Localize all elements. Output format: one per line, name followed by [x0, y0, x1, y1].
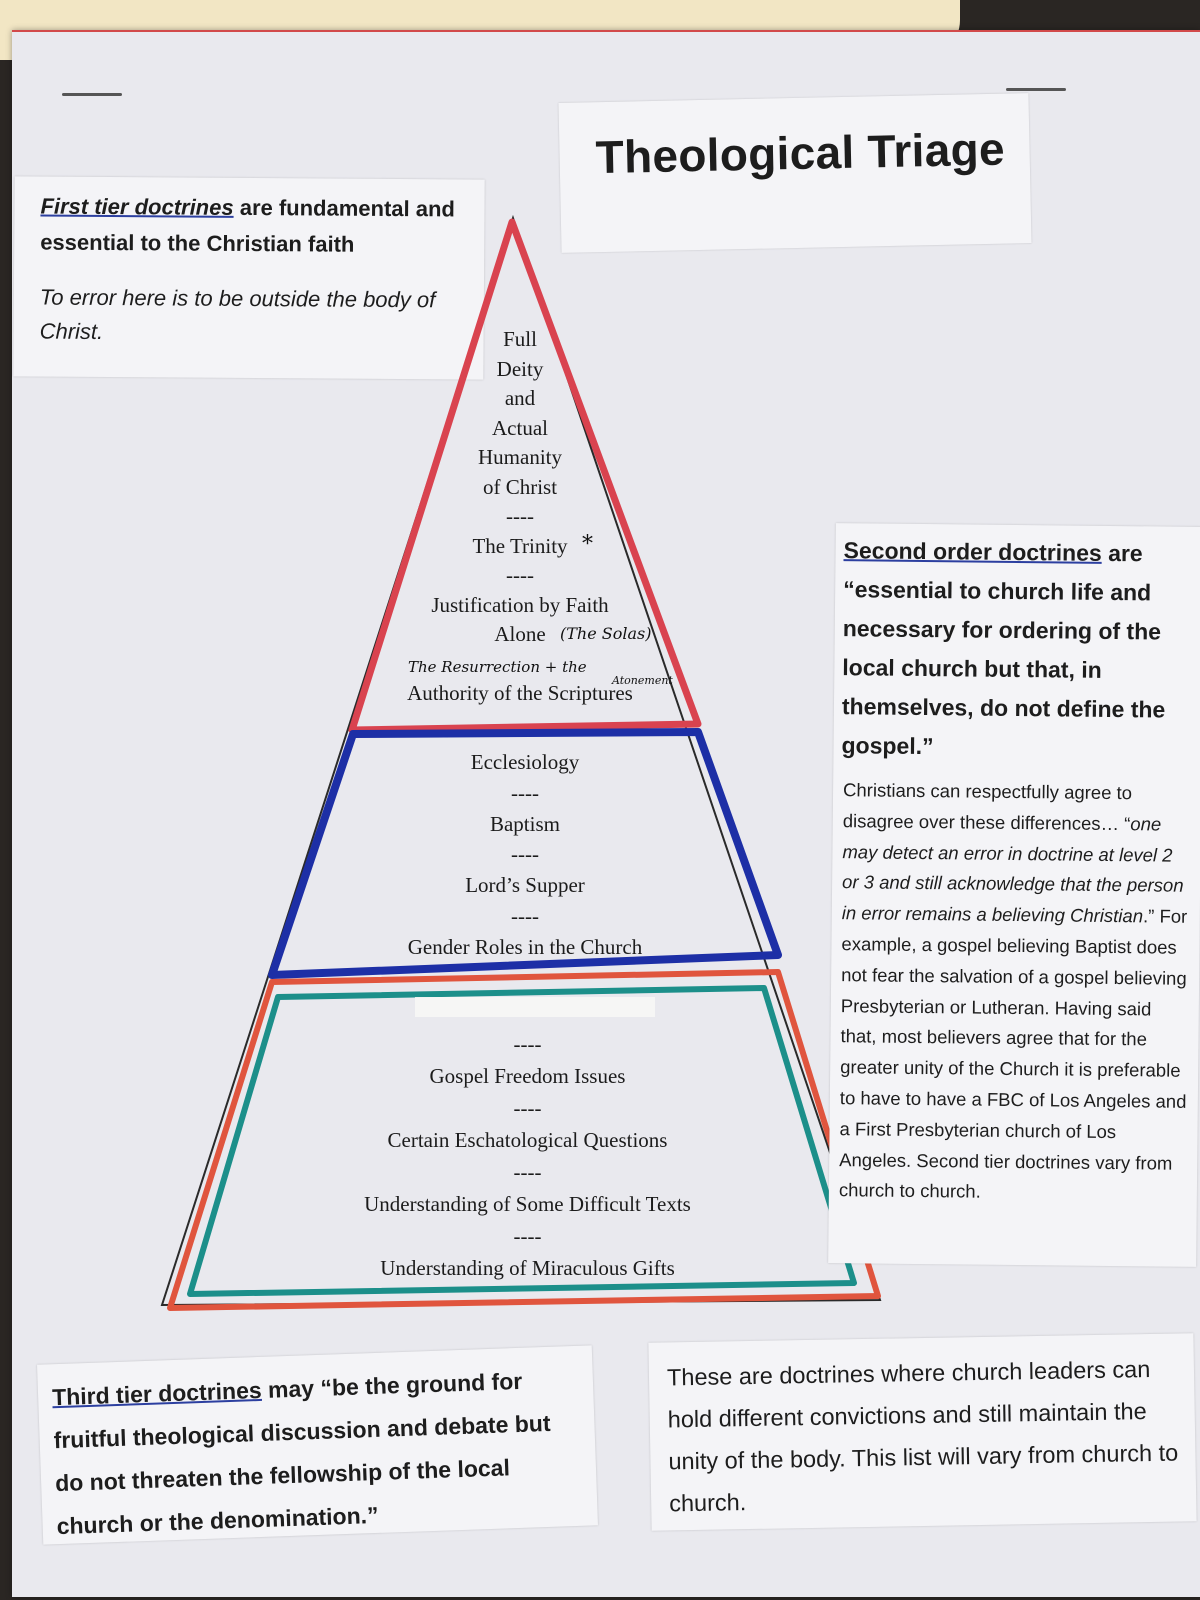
bottom-tier-separator: ---- [513, 1096, 542, 1120]
third-tier-note: These are doctrines where church leaders… [666, 1356, 1179, 1517]
handwritten-resurrection: The Resurrection + the [408, 658, 587, 676]
top-tier-separator: ---- [506, 563, 534, 587]
middle-tier-line: Ecclesiology [470, 750, 580, 774]
top-tier-line: Justification by Faith [431, 592, 609, 617]
middle-tier-list: Ecclesiology ---- Baptism ---- Lord’s Su… [360, 747, 690, 963]
bottom-tier-list: ---- Gospel Freedom Issues ---- Certain … [300, 1028, 755, 1284]
middle-tier-line: Gender Roles in the Church [407, 934, 643, 959]
bottom-tier-separator: ---- [513, 1032, 542, 1056]
third-tier-slip: Third tier doctrines may “be the ground … [37, 1345, 598, 1545]
tape-patch [415, 997, 655, 1017]
handwritten-atonement: Atonement [612, 674, 673, 687]
third-tier-note-slip: These are doctrines where church leaders… [648, 1333, 1197, 1531]
staple-left [62, 93, 122, 96]
handwritten-asterisk: * [582, 532, 593, 557]
top-tier-outline [348, 218, 702, 734]
middle-tier-separator: ---- [511, 780, 539, 805]
top-tier-line: Actual [492, 415, 548, 440]
middle-tier-line: Lord’s Supper [465, 873, 585, 898]
second-tier-body-end: .” For example, a gospel believing Bapti… [838, 905, 1188, 1203]
handwritten-solas: (The Solas) [560, 624, 652, 643]
bottom-tier-line: Understanding of Some Difficult Texts [364, 1192, 691, 1216]
staple-right [1006, 88, 1066, 91]
top-tier-list: Full Deity and Actual Humanity of Christ… [385, 325, 655, 709]
top-tier-line: Humanity [478, 445, 562, 469]
middle-tier-separator: ---- [511, 903, 539, 928]
bottom-tier-line: Certain Eschatological Questions [387, 1128, 668, 1152]
bottom-tier-outer-outline [167, 969, 881, 1311]
middle-tier-separator: ---- [511, 842, 539, 867]
top-tier-separator: ---- [506, 504, 534, 528]
middle-tier-line: Baptism [489, 811, 560, 836]
third-tier-term: Third tier doctrines [51, 1376, 263, 1411]
second-tier-body-start: Christians can respectfully agree to dis… [842, 779, 1133, 834]
top-tier-line: Alone [494, 622, 546, 646]
top-tier-line: and [504, 386, 536, 410]
second-tier-rest: are “essential to church life and necess… [841, 539, 1166, 760]
second-tier-slip: Second order doctrines are “essential to… [828, 523, 1200, 1267]
bottom-tier-line: Gospel Freedom Issues [429, 1064, 626, 1088]
second-tier-term: Second order doctrines [843, 537, 1102, 566]
third-tier-definition: Third tier doctrines may “be the ground … [51, 1358, 587, 1548]
bottom-tier-inner-outline [187, 985, 857, 1297]
second-tier-explanation: Christians can respectfully agree to dis… [839, 775, 1193, 1210]
bottom-tier-line: Understanding of Miraculous Gifts [380, 1256, 675, 1280]
top-tier-line: of Christ [482, 474, 558, 499]
second-tier-definition: Second order doctrines are “essential to… [841, 531, 1198, 769]
top-tier-line: Deity [496, 356, 544, 381]
top-tier-line: Full [503, 327, 537, 351]
middle-tier-outline [268, 728, 782, 979]
bottom-tier-separator: ---- [513, 1224, 542, 1248]
top-tier-line: Authority of the Scriptures [407, 681, 633, 705]
bottom-tier-separator: ---- [513, 1160, 542, 1184]
top-tier-line: The Trinity [472, 533, 568, 558]
